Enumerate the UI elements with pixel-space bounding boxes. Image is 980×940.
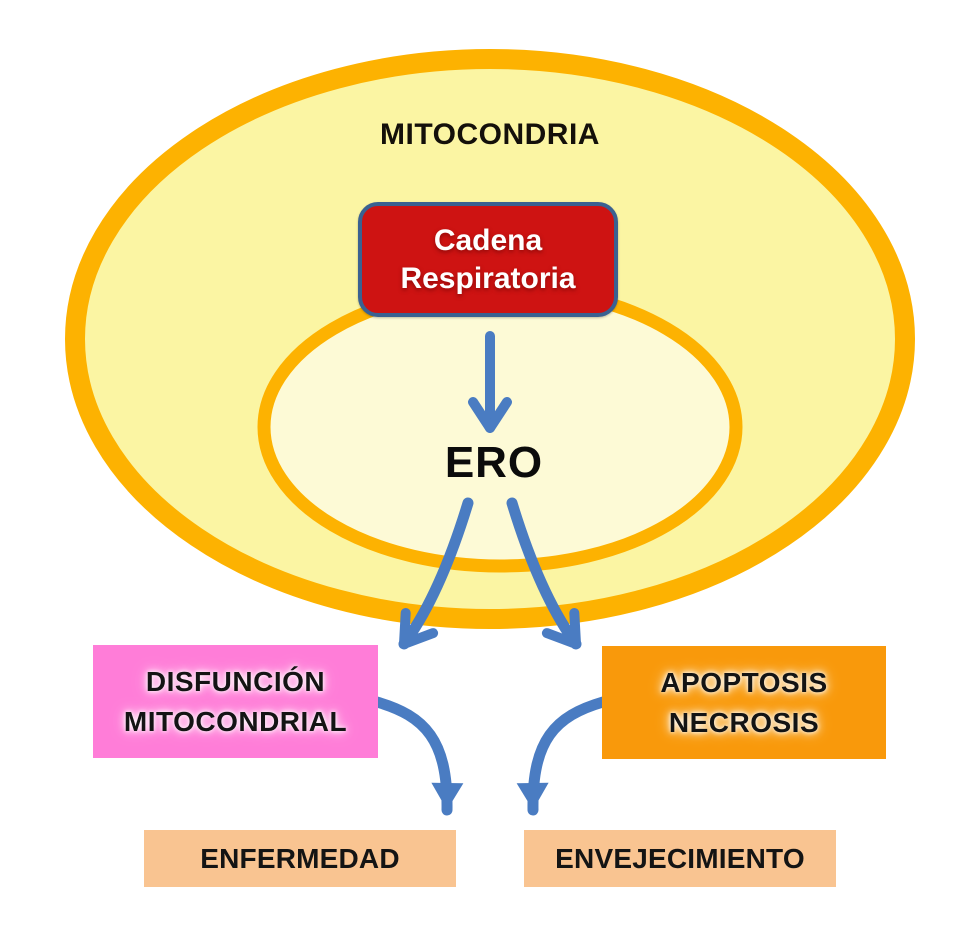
apoptosis-label-line1: APOPTOSIS [660,666,828,698]
cadena-label-line2: Respiratoria [400,261,576,295]
arrow-disfuncion-to-enfermedad [371,696,464,816]
arrow-ero-to-disfuncion [398,497,474,650]
inner-membrane-ellipse [257,281,743,573]
arrow-apoptosis-to-envejecimiento [516,696,609,816]
apoptosis-necrosis-node: APOPTOSIS NECROSIS [602,646,886,759]
cadena-label-line1: Cadena [433,223,543,257]
enfermedad-label: ENFERMEDAD [200,842,400,874]
envejecimiento-label: ENVEJECIMIENTO [555,842,805,874]
envejecimiento-node: ENVEJECIMIENTO [524,830,836,887]
ero-label: ERO [444,438,544,487]
cadena-respiratoria-node: Cadena Respiratoria [358,202,618,317]
disfuncion-mitocondrial-node: DISFUNCIÓN MITOCONDRIAL [93,645,378,758]
enfermedad-node: ENFERMEDAD [144,830,456,887]
disfuncion-label-line2: MITOCONDRIAL [123,705,348,737]
mitocondria-title: MITOCONDRIA [380,118,600,151]
apoptosis-label-line2: NECROSIS [668,706,820,738]
disfuncion-label-line1: DISFUNCIÓN [145,665,326,697]
arrow-ero-to-apoptosis [506,497,582,650]
